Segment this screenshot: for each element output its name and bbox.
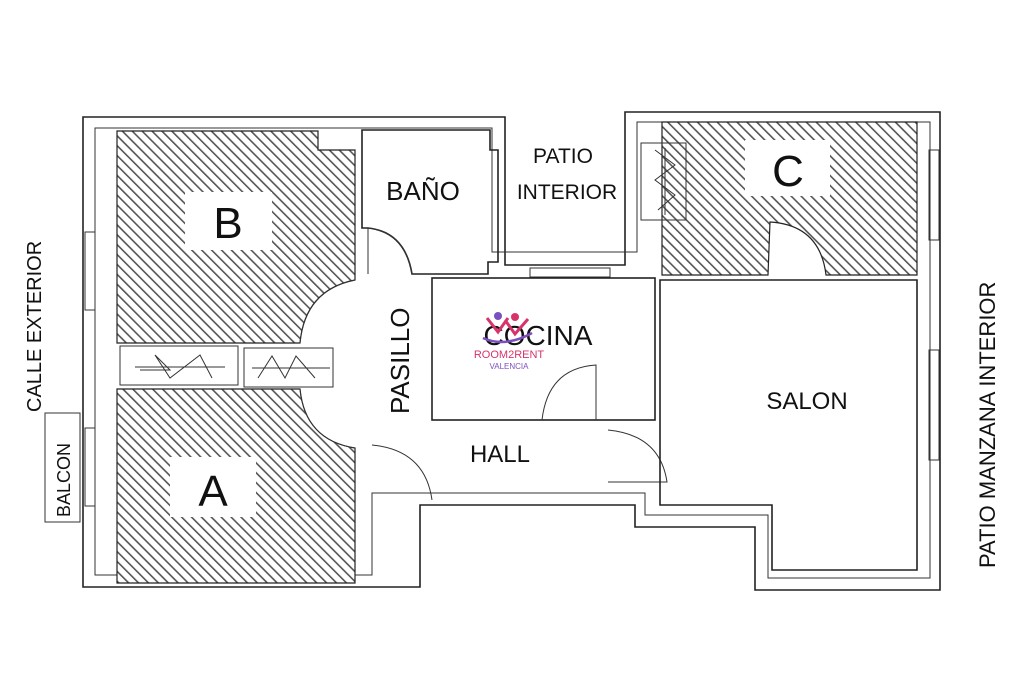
salon-walls (659, 279, 918, 571)
room-a-label: A (198, 467, 228, 516)
closet-left (119, 345, 239, 386)
logo-city: VALENCIA (490, 362, 530, 371)
balcon-box (44, 412, 81, 523)
closet-right (243, 347, 334, 388)
calle-exterior-label: CALLE EXTERIOR (24, 241, 46, 412)
patio-manzana-label: PATIO MANZANA INTERIOR (975, 282, 1000, 568)
cocina-walls (431, 277, 656, 421)
window-a (84, 427, 96, 507)
window-c (928, 149, 940, 241)
patio-interior-label-2: INTERIOR (517, 181, 617, 204)
inner-wall (94, 121, 931, 579)
cocina-label: COCINA (484, 320, 593, 351)
pasillo-label: PASILLO (385, 308, 415, 414)
door-a (299, 388, 356, 449)
window-salon (928, 349, 940, 461)
door-bano (367, 227, 413, 275)
door-salon (607, 429, 668, 483)
salon-label: SALON (766, 388, 847, 415)
outer-wall (82, 111, 941, 591)
room-b-label: B (213, 199, 242, 248)
window-b (84, 231, 96, 311)
balcon-label: BALCON (54, 443, 74, 517)
closet-c (640, 142, 687, 221)
door-b (299, 279, 356, 344)
door-cocina (541, 364, 597, 421)
room-c-area (661, 121, 918, 276)
room-c-label: C (772, 147, 804, 196)
logo-name: ROOM2RENT (474, 349, 545, 361)
room-c-label-box (745, 140, 830, 196)
patio-interior-label-1: PATIO (533, 145, 593, 168)
door-hall (371, 444, 433, 501)
bano-label: BAÑO (386, 176, 460, 206)
room2rent-logo: ROOM2RENT VALENCIA (474, 312, 545, 371)
patio-window (529, 267, 611, 278)
room-a-label-box (170, 457, 256, 517)
room-b-label-box (185, 192, 272, 250)
hall-label: HALL (470, 441, 530, 468)
